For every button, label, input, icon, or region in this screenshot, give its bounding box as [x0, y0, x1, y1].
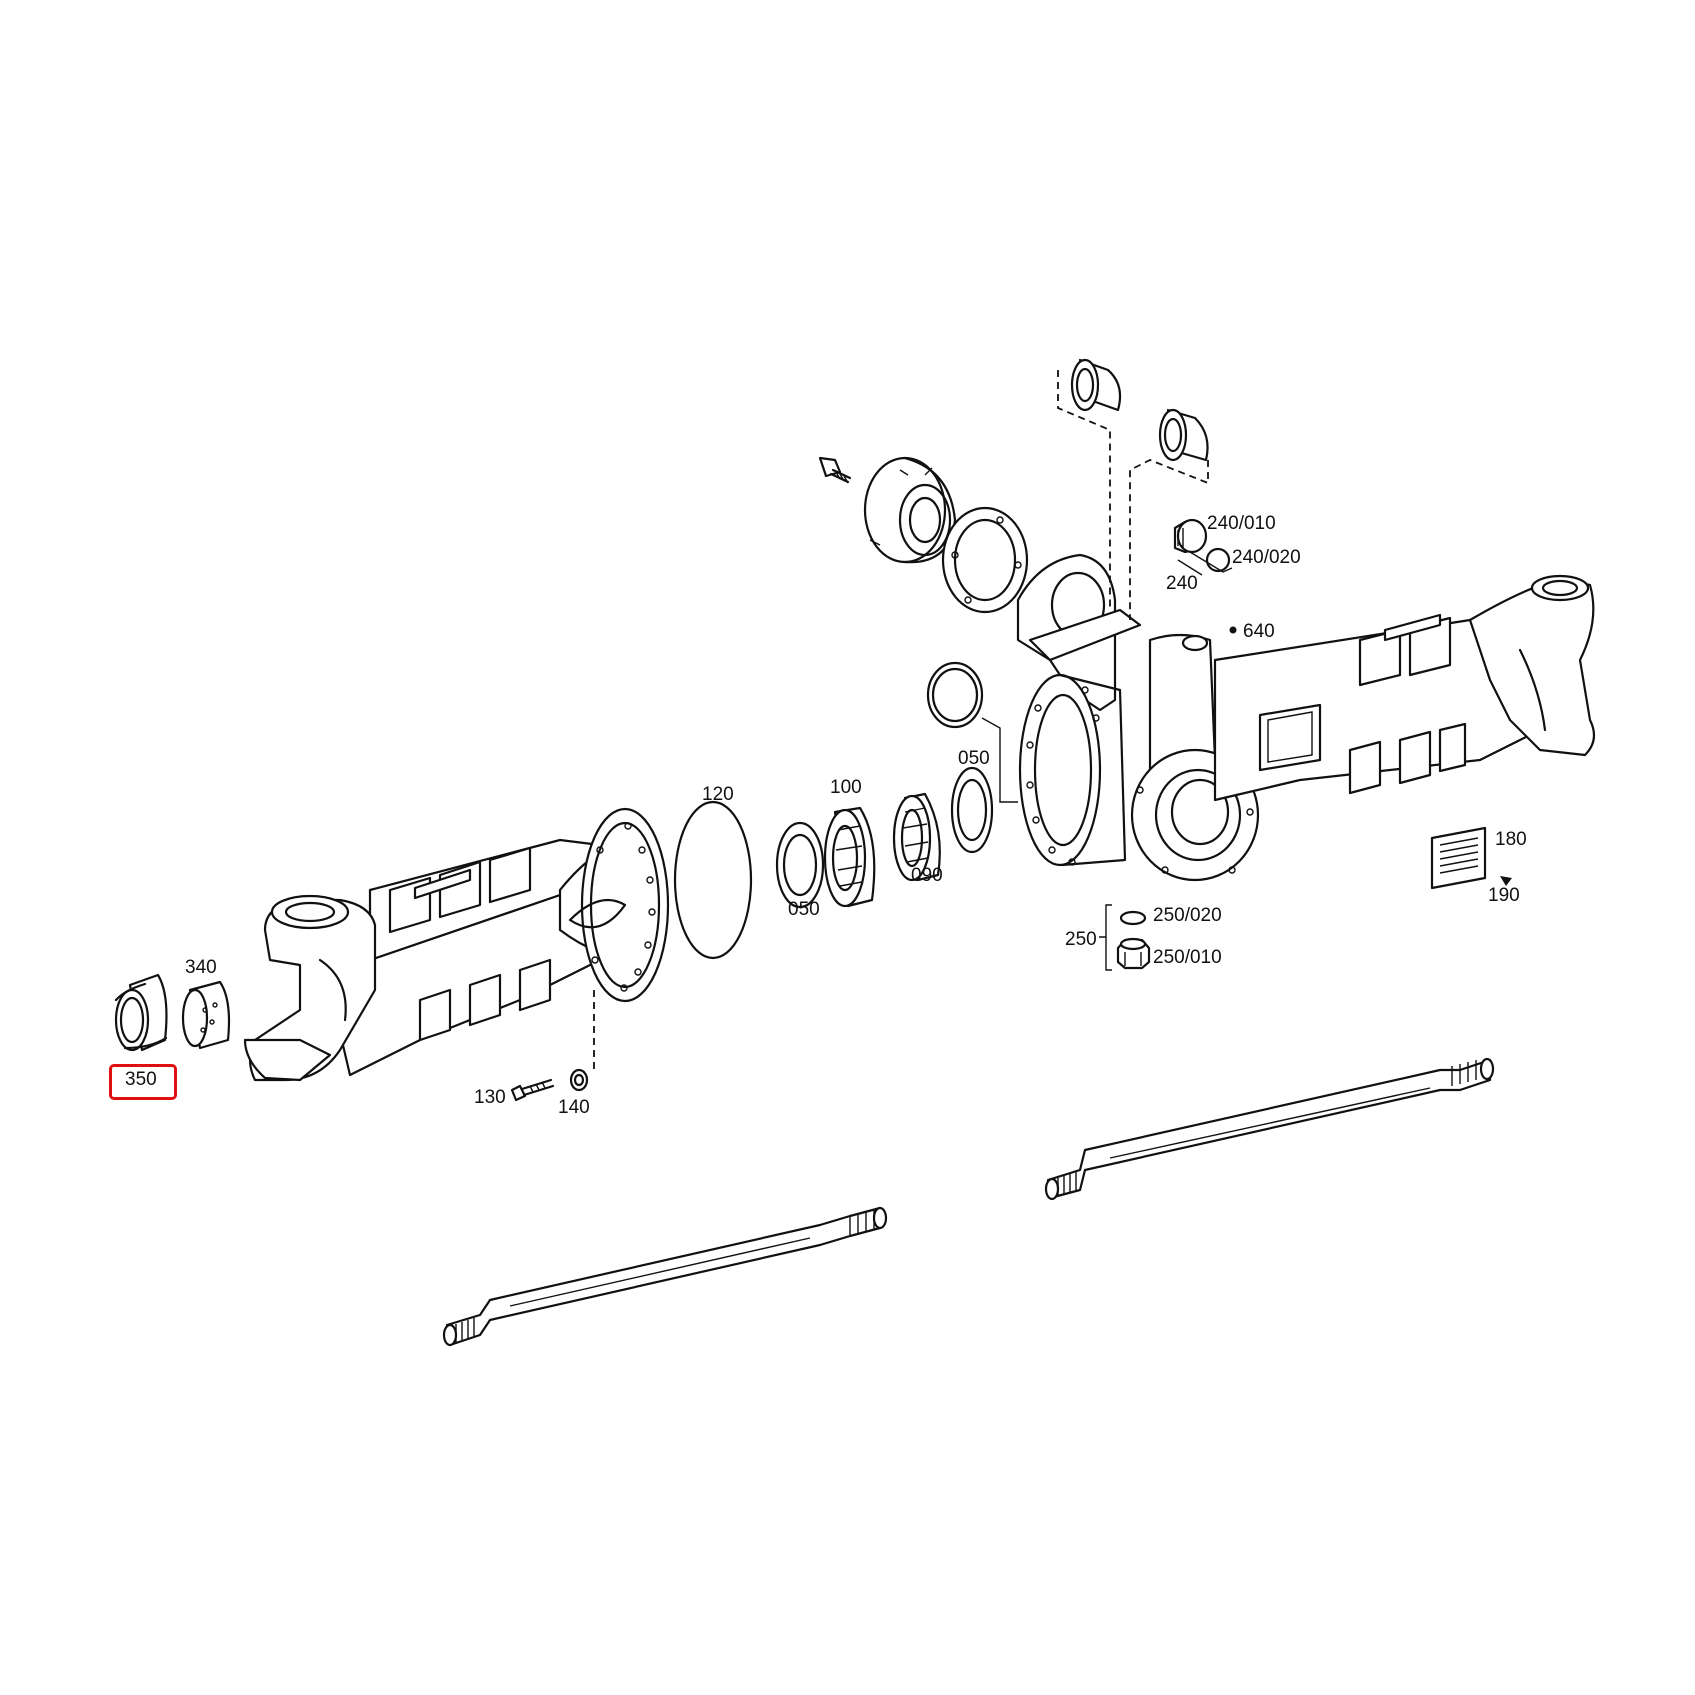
washer-140[interactable]: [569, 1068, 589, 1092]
bearing-090[interactable]: [892, 792, 941, 882]
leader-bushing-a: [1057, 370, 1111, 608]
shim-plate[interactable]: [941, 506, 1029, 614]
label-180[interactable]: 180: [1495, 829, 1527, 850]
label-640[interactable]: 640: [1243, 621, 1275, 642]
label-250-010[interactable]: 250/010: [1153, 947, 1222, 968]
label-190[interactable]: 190: [1488, 885, 1520, 906]
dot-640: [1229, 626, 1237, 634]
flange-bolt[interactable]: [818, 456, 852, 484]
bearing-flange[interactable]: [863, 456, 957, 564]
bushing-340[interactable]: [181, 980, 231, 1050]
label-240-010[interactable]: 240/010: [1207, 513, 1276, 534]
right-axle-housing: [1213, 574, 1596, 802]
bearing-100[interactable]: [823, 806, 876, 908]
label-340[interactable]: 340: [185, 957, 217, 978]
label-050-right[interactable]: 050: [958, 748, 990, 769]
label-250[interactable]: 250: [1065, 929, 1097, 950]
label-120[interactable]: 120: [702, 784, 734, 805]
label-050-left[interactable]: 050: [788, 899, 820, 920]
leader-bushing-b: [1129, 459, 1209, 620]
label-090[interactable]: 090: [911, 865, 943, 886]
highlight-box-350: [109, 1064, 177, 1100]
label-240[interactable]: 240: [1166, 573, 1198, 594]
axle-shaft-left[interactable]: [442, 1206, 888, 1347]
label-140[interactable]: 140: [558, 1097, 590, 1118]
leader-250-bracket: [1099, 904, 1112, 971]
center-carrier: [1016, 553, 1260, 882]
label-350[interactable]: 350: [125, 1069, 157, 1090]
label-100[interactable]: 100: [830, 777, 862, 798]
drain-plug-250-010[interactable]: [1116, 937, 1151, 970]
label-130[interactable]: 130: [474, 1087, 506, 1108]
seal-ring-upper[interactable]: [926, 661, 984, 729]
shim-050-right[interactable]: [950, 766, 994, 854]
axle-shaft-right[interactable]: [1044, 1057, 1495, 1201]
leader-240: [1177, 551, 1233, 576]
o-ring-120[interactable]: [673, 800, 753, 960]
o-ring-250-020[interactable]: [1119, 910, 1147, 926]
ring-350[interactable]: [114, 973, 168, 1052]
o-ring-240-020[interactable]: [1205, 547, 1231, 573]
nameplate-180[interactable]: [1430, 826, 1487, 890]
breather-240-010[interactable]: [1173, 518, 1208, 554]
rivet-190[interactable]: [1500, 876, 1512, 886]
upper-bushing-b[interactable]: [1158, 408, 1209, 462]
leader-050-bracket: [981, 717, 1018, 803]
bolt-130[interactable]: [510, 1078, 555, 1102]
label-250-020[interactable]: 250/020: [1153, 905, 1222, 926]
label-240-020[interactable]: 240/020: [1232, 547, 1301, 568]
left-axle-housing: [243, 807, 670, 1082]
shim-050-left[interactable]: [775, 821, 825, 909]
upper-bushing-a[interactable]: [1070, 358, 1122, 412]
